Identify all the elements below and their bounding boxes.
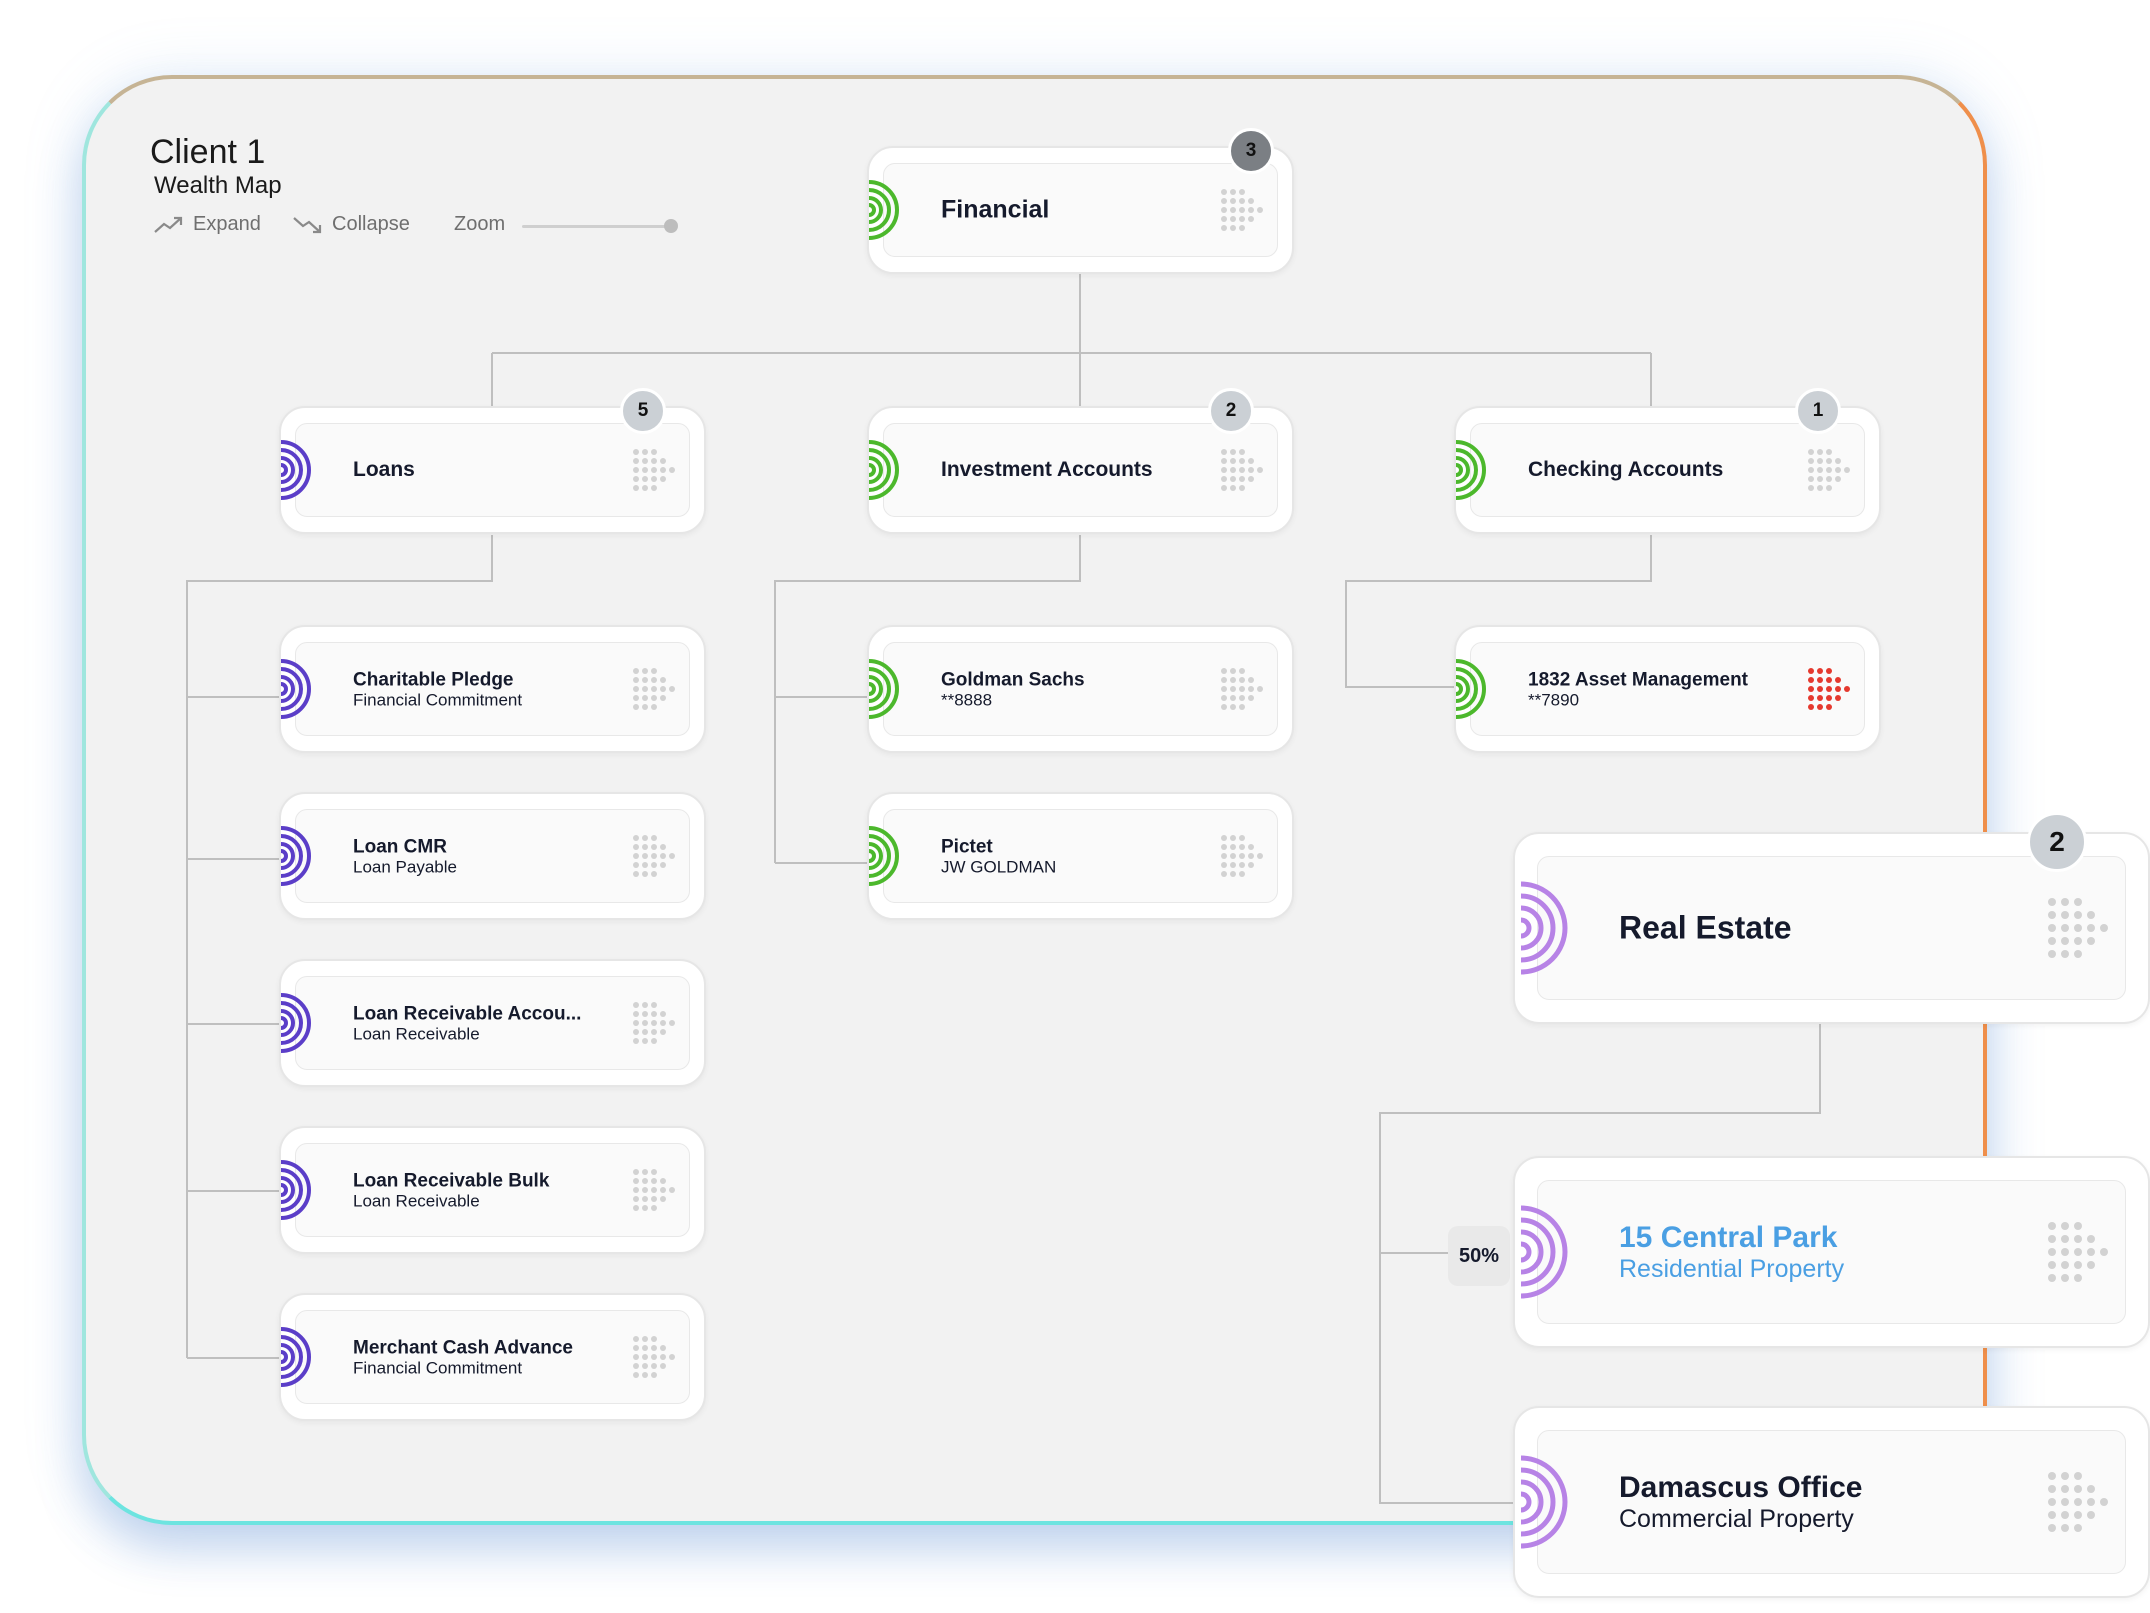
node-title: Loans: [353, 458, 415, 481]
node-investment-accounts[interactable]: Investment Accounts 2: [867, 388, 1294, 534]
trend-up-icon: [154, 216, 183, 233]
drag-handle-icon[interactable]: [632, 667, 676, 711]
node-financial[interactable]: Financial 3: [867, 128, 1294, 274]
page-title: Client 1: [150, 133, 266, 171]
trend-down-icon: [293, 216, 322, 233]
count-badge: 2: [1208, 388, 1254, 434]
collapse-button[interactable]: Collapse: [292, 213, 410, 236]
radar-arcs-icon: [281, 826, 311, 886]
drag-handle-icon[interactable]: [2046, 896, 2110, 960]
radar-arcs-icon: [281, 440, 311, 500]
node-title: Damascus Office: [1619, 1471, 1863, 1504]
expand-label: Expand: [193, 213, 261, 235]
drag-handle-icon[interactable]: [1220, 667, 1264, 711]
node-subtitle: **7890: [1528, 690, 1580, 710]
drag-handle-icon[interactable]: [632, 1001, 676, 1045]
drag-handle-icon[interactable]: [1220, 448, 1264, 492]
drag-handle-icon[interactable]: [2046, 1470, 2110, 1534]
node-real-estate[interactable]: Real Estate 2: [1513, 812, 2150, 1024]
drag-handle-icon[interactable]: [2046, 1220, 2110, 1284]
radar-arcs-icon: [869, 440, 899, 500]
drag-handle-icon[interactable]: [632, 834, 676, 878]
node-title: 1832 Asset Management: [1528, 669, 1749, 691]
radar-arcs-icon: [1521, 881, 1568, 975]
node-1832-asset-management[interactable]: 1832 Asset Management**7890: [1454, 625, 1881, 753]
count-badge: 3: [1228, 128, 1274, 174]
radar-arcs-icon: [1456, 440, 1486, 500]
node-checking-accounts[interactable]: Checking Accounts 1: [1454, 388, 1881, 534]
node-goldman-sachs[interactable]: Goldman Sachs**8888: [867, 625, 1294, 753]
ownership-percent-badge: 50%: [1448, 1226, 1510, 1286]
count-badge: 5: [620, 388, 666, 434]
drag-handle-icon[interactable]: [632, 1335, 676, 1379]
connector-realestate-children: [1379, 1024, 1821, 1504]
expand-button[interactable]: Expand: [153, 213, 261, 236]
drag-handle-icon[interactable]: [632, 1168, 676, 1212]
radar-arcs-icon: [281, 993, 311, 1053]
connector-financial-children: [491, 273, 1652, 406]
node-loans[interactable]: Loans 5: [279, 388, 706, 534]
drag-handle-icon[interactable]: [1807, 667, 1851, 711]
node-title: Checking Accounts: [1528, 458, 1724, 481]
node-title: Loan CMR: [353, 836, 447, 858]
radar-arcs-icon: [869, 180, 899, 240]
page-subtitle: Wealth Map: [154, 172, 282, 199]
radar-arcs-icon: [281, 1160, 311, 1220]
connector-loans-children: [186, 535, 493, 1359]
drag-handle-icon[interactable]: [632, 448, 676, 492]
node-title: Real Estate: [1619, 909, 1792, 946]
zoom-slider[interactable]: [522, 225, 672, 228]
radar-arcs-icon: [281, 1327, 311, 1387]
node-subtitle: Commercial Property: [1619, 1505, 1854, 1533]
node-title: Loan Receivable Accou...: [353, 1003, 582, 1025]
node-title: Pictet: [941, 836, 993, 858]
node-title: Goldman Sachs: [941, 669, 1085, 691]
radar-arcs-icon: [1521, 1205, 1568, 1299]
node-title: 15 Central Park: [1619, 1221, 1838, 1254]
radar-arcs-icon: [1521, 1455, 1568, 1549]
node-subtitle: Residential Property: [1619, 1255, 1845, 1283]
node-loan-receivable-account[interactable]: Loan Receivable Accou...Loan Receivable: [279, 959, 706, 1087]
drag-handle-icon[interactable]: [1220, 834, 1264, 878]
radar-arcs-icon: [1456, 659, 1486, 719]
node-subtitle: JW GOLDMAN: [941, 857, 1057, 877]
node-subtitle: Loan Payable: [353, 857, 457, 877]
node-title: Financial: [941, 195, 1050, 224]
node-title: Charitable Pledge: [353, 669, 514, 691]
collapse-label: Collapse: [332, 213, 410, 235]
count-badge: 1: [1795, 388, 1841, 434]
zoom-slider-handle[interactable]: [664, 219, 678, 233]
node-title: Investment Accounts: [941, 458, 1153, 481]
count-badge: 2: [2027, 812, 2087, 872]
node-title: Merchant Cash Advance: [353, 1337, 573, 1359]
radar-arcs-icon: [869, 826, 899, 886]
node-subtitle: Loan Receivable: [353, 1191, 480, 1211]
radar-arcs-icon: [869, 659, 899, 719]
drag-handle-icon[interactable]: [1220, 188, 1264, 232]
node-subtitle: Financial Commitment: [353, 690, 523, 710]
drag-handle-icon[interactable]: [1807, 448, 1851, 492]
node-title: Loan Receivable Bulk: [353, 1170, 550, 1192]
node-subtitle: **8888: [941, 690, 993, 710]
connector-investment-children: [774, 535, 1081, 864]
node-subtitle: Loan Receivable: [353, 1024, 480, 1044]
node-subtitle: Financial Commitment: [353, 1358, 523, 1378]
connector-checking-children: [1345, 535, 1652, 688]
radar-arcs-icon: [281, 659, 311, 719]
zoom-label: Zoom: [454, 213, 506, 235]
